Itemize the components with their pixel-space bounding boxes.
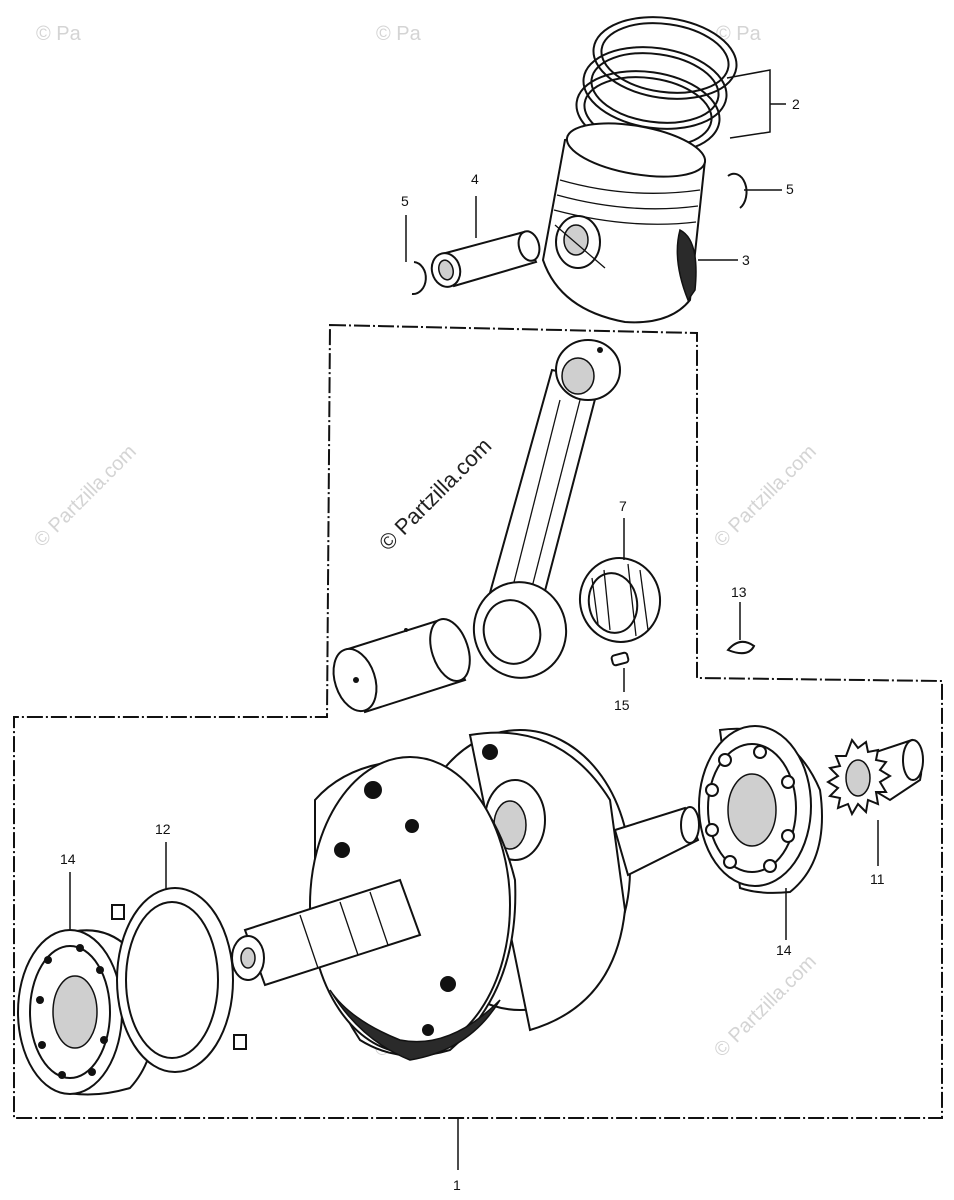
piston-pin — [430, 230, 541, 288]
callout-5-right: 5 — [786, 181, 794, 197]
leader-lines — [69, 69, 879, 1170]
bearing-right — [698, 725, 823, 894]
crankshaft — [231, 729, 700, 1061]
connecting-rod — [472, 339, 621, 679]
watermark-mid-right: © Partzilla.com — [710, 441, 821, 552]
callout-4: 4 — [471, 171, 479, 187]
piston-pin-clips — [411, 172, 748, 296]
callout-2: 2 — [792, 96, 800, 112]
crank-shim — [111, 887, 247, 1073]
pin-and-key — [610, 640, 756, 667]
assembly-boundary — [13, 323, 943, 1119]
needle-bearing — [578, 557, 662, 643]
callout-13: 13 — [731, 584, 747, 600]
callout-3: 3 — [742, 252, 750, 268]
crank-pin — [332, 618, 471, 714]
piston — [541, 122, 707, 324]
callout-12: 12 — [155, 821, 171, 837]
cam-sprocket — [826, 737, 924, 817]
callout-5-left: 5 — [401, 193, 409, 209]
callout-14-right: 14 — [776, 942, 792, 958]
watermark-top-right: © Pa — [716, 23, 762, 45]
watermark-center: © Partzilla.com — [374, 433, 497, 556]
watermark-top-left: © Pa — [36, 23, 82, 45]
watermark-bottom-right: © Partzilla.com — [710, 951, 821, 1062]
callout-7: 7 — [619, 498, 627, 514]
callouts: 2 3 4 5 5 7 13 15 12 14 14 11 1 — [60, 96, 885, 1193]
watermark-top-mid: © Pa — [376, 23, 422, 45]
callout-14-left: 14 — [60, 851, 76, 867]
callout-15: 15 — [614, 697, 630, 713]
callout-11: 11 — [870, 871, 885, 887]
watermark-mid-left: © Partzilla.com — [30, 441, 141, 552]
callout-1: 1 — [453, 1177, 461, 1193]
